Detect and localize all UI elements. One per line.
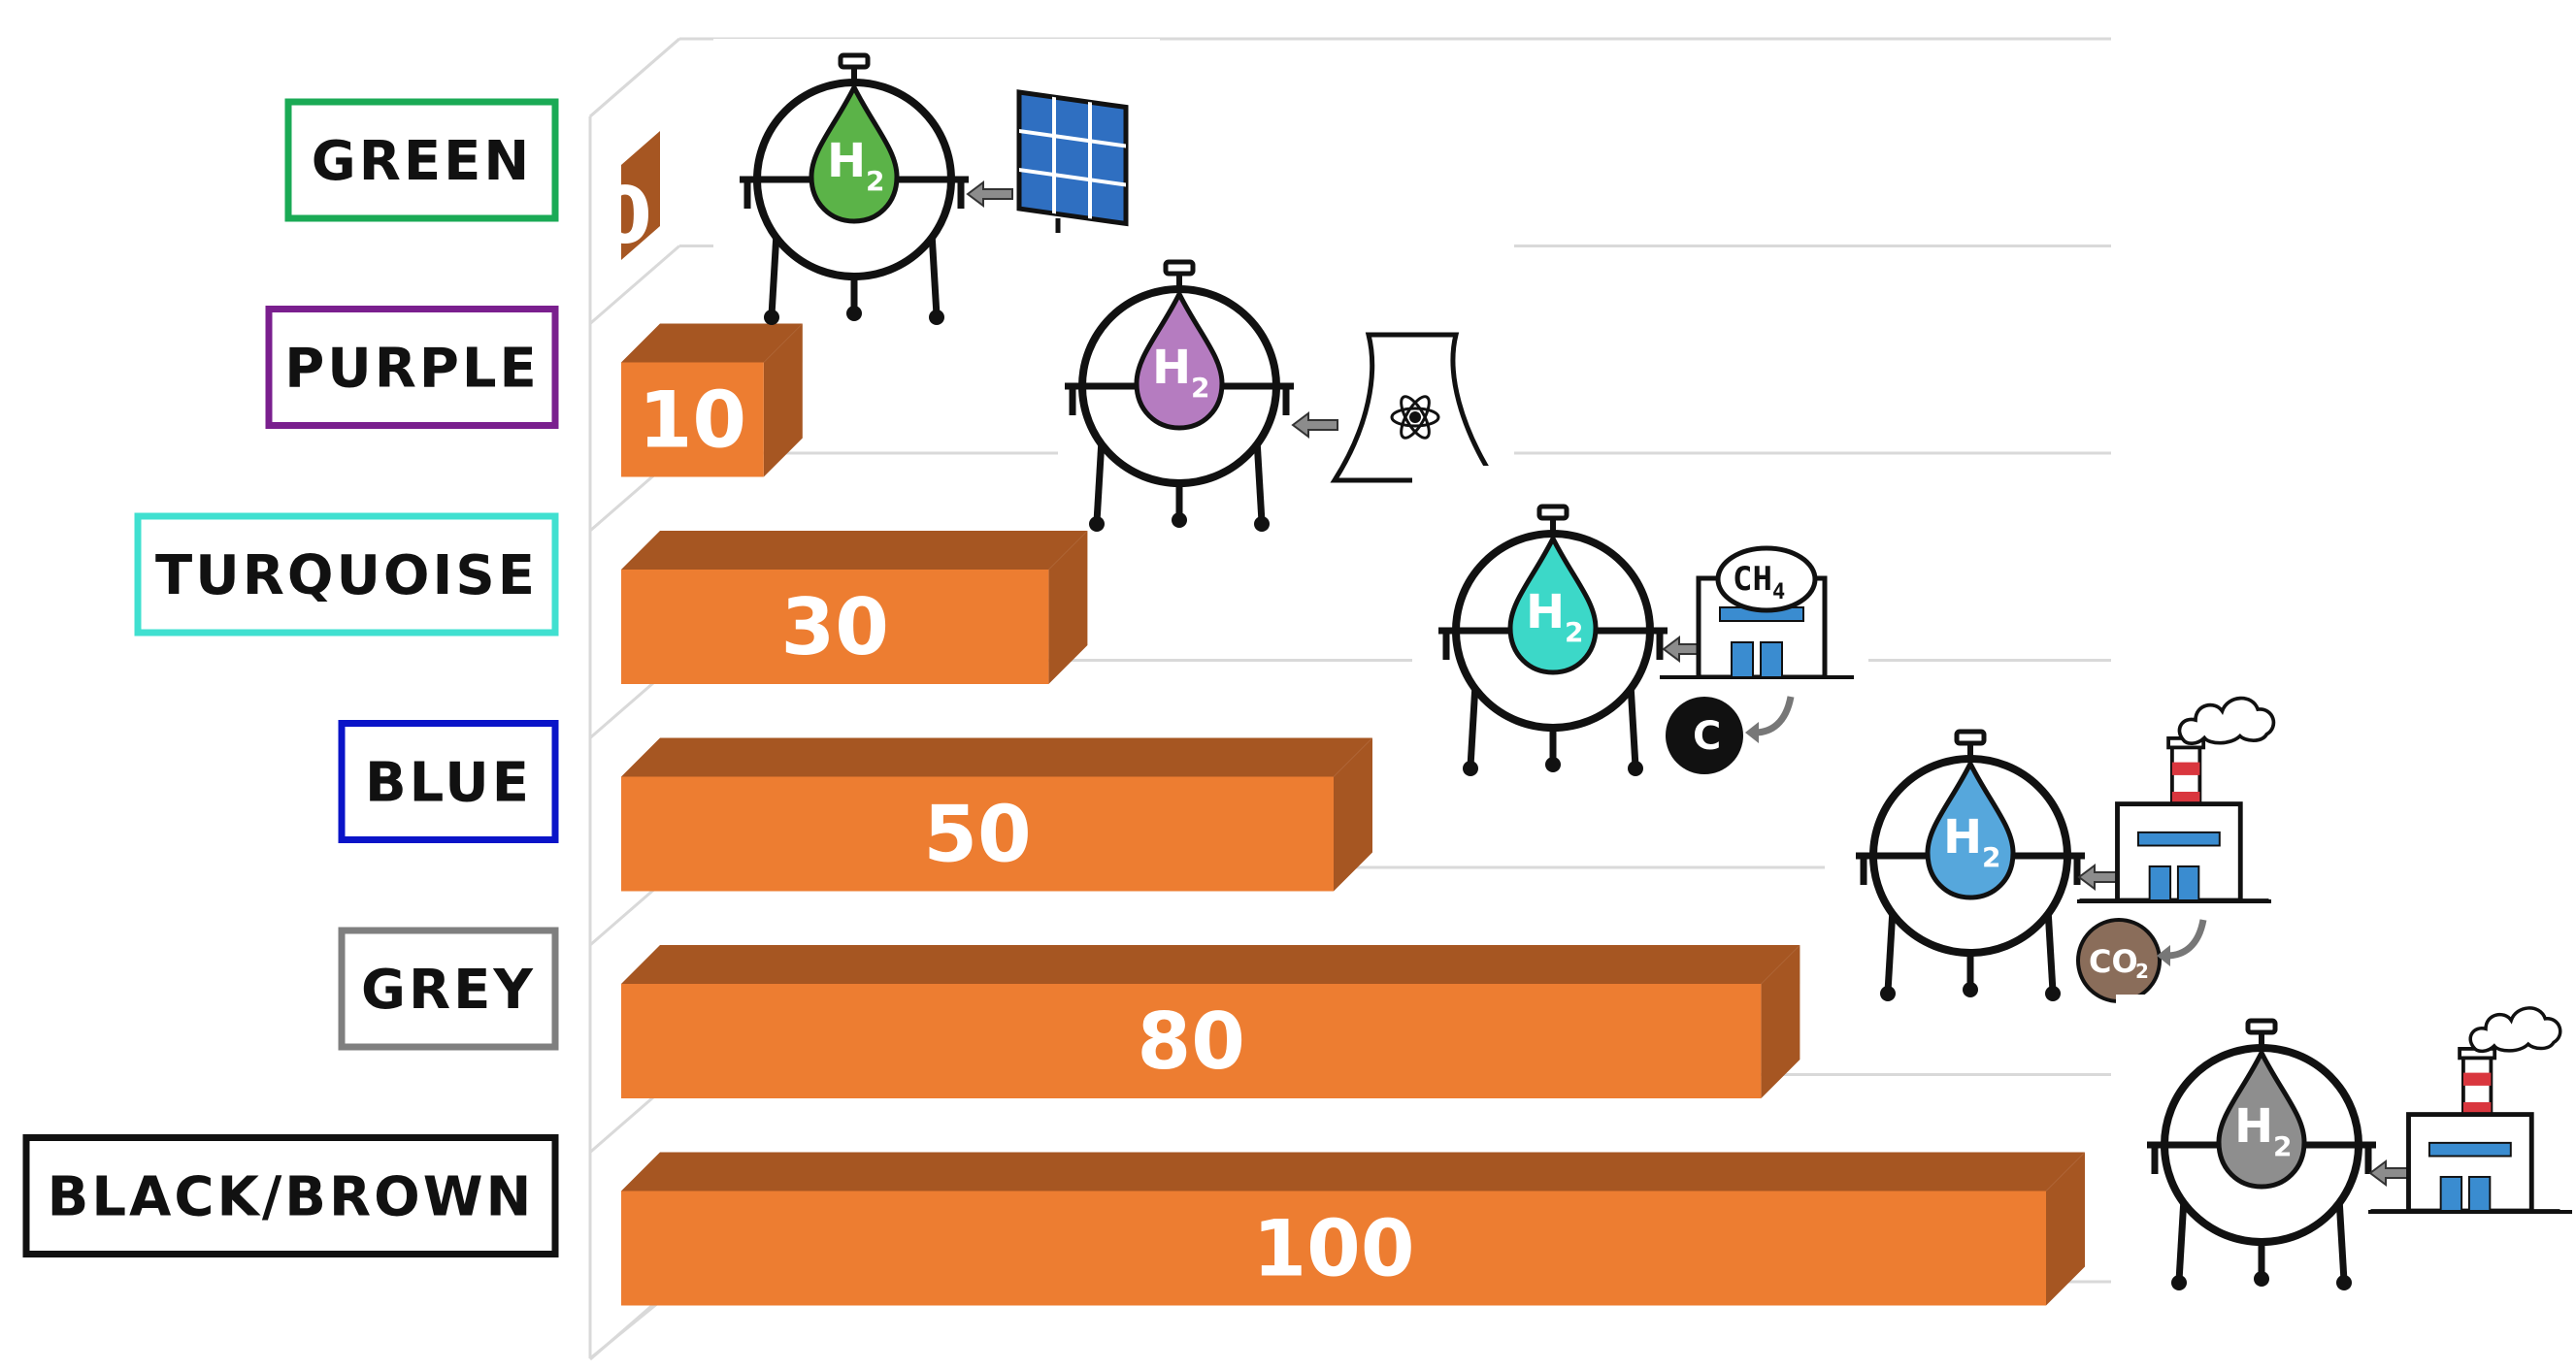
bar-purple: 10 (621, 323, 803, 477)
bar-side (1761, 945, 1800, 1098)
curved-arrow-icon (2165, 919, 2207, 960)
category-label-text: TURQUOISE (155, 544, 538, 607)
co2-subscript: 2 (2135, 960, 2149, 983)
bar-top (621, 531, 1088, 570)
h2-subscript: 2 (1191, 372, 1209, 404)
bar-black-brown: 100 (621, 1152, 2085, 1306)
bar-side (763, 323, 803, 477)
h2-subscript: 2 (1565, 616, 1583, 648)
category-box (338, 927, 559, 1051)
green-hydrogen-illustration: H 2 (713, 39, 1160, 325)
category-box (284, 98, 559, 222)
h2-label: H (1152, 341, 1191, 395)
blue-hydrogen-illustration: H 2 CO 2 (1825, 679, 2281, 1009)
bar-top (621, 1152, 2085, 1191)
category-box (338, 720, 559, 843)
category-labels: GREEN PURPLE TURQUOISE BLUE GREY BLACK/BROWN (22, 98, 559, 1257)
bar-front (621, 984, 1762, 1098)
co2-label: CO (2089, 943, 2138, 980)
hydrogen-drop-icon (1925, 758, 2016, 900)
category-label-purple: PURPLE (265, 306, 559, 429)
illustrations: H 2 H 2 (713, 39, 2576, 1290)
h2-subscript: 2 (2273, 1130, 2292, 1162)
hydrogen-drop-icon (1507, 533, 1599, 675)
category-label-text: PURPLE (284, 338, 540, 401)
bar-value-label: 0 (598, 171, 652, 261)
bar-value-label: 50 (923, 790, 1031, 880)
h2-label: H (2234, 1099, 2273, 1154)
carbon-label: C (1693, 714, 1721, 759)
bar-front (621, 1191, 2046, 1306)
hydrogen-drop-icon (809, 82, 900, 224)
grey-hydrogen-illustration: H 2 (2116, 995, 2576, 1290)
category-label-text: GREEN (312, 130, 532, 193)
bar-value-label: 80 (1138, 996, 1245, 1087)
turquoise-hydrogen-illustration: H 2 CH 4 C (1412, 466, 1868, 786)
h2-label: H (1526, 585, 1565, 639)
h2-label: H (827, 134, 866, 188)
h2-label: H (1943, 810, 1982, 865)
arrow-head (2157, 945, 2170, 966)
ch4-subscript: 4 (1772, 580, 1785, 604)
bar-front (621, 776, 1334, 892)
bar-value-label: 10 (639, 375, 746, 466)
bar-top (621, 945, 1800, 984)
hydrogen-drop-icon (2216, 1047, 2307, 1190)
h2-subscript: 2 (1982, 841, 2000, 873)
category-box (134, 512, 559, 637)
bar-front (621, 362, 764, 477)
bar-side (621, 131, 660, 260)
hydrogen-drop-icon (1134, 288, 1225, 431)
bar-side (2046, 1152, 2085, 1306)
gridline-diagonal (589, 245, 680, 325)
category-label-grey: GREY (338, 927, 559, 1051)
bar-grey: 80 (621, 945, 1800, 1098)
category-label-green: GREEN (284, 98, 559, 222)
bar-turquoise: 30 (621, 531, 1088, 684)
carbon-ball-icon (1666, 697, 1743, 774)
bar-side (1048, 531, 1088, 684)
bar-top (621, 323, 803, 363)
bar-side (1334, 737, 1372, 892)
category-label-text: BLACK/BROWN (48, 1166, 535, 1229)
category-label-black-brown: BLACK/BROWN (22, 1134, 559, 1257)
category-box (265, 306, 559, 429)
category-label-turquoise: TURQUOISE (134, 512, 559, 637)
bar-value-label: 100 (1253, 1204, 1415, 1294)
bar-front (621, 570, 1049, 684)
category-label-text: BLUE (365, 752, 532, 815)
category-label-text: GREY (361, 959, 536, 1022)
bar-green: 0 (598, 131, 660, 261)
arrow-head (1745, 722, 1759, 743)
category-box (22, 1134, 559, 1257)
bar-value-label: 30 (781, 582, 889, 672)
curved-arrow-icon (1754, 696, 1795, 736)
solar-panel-icon (1016, 89, 1129, 227)
gridline-diagonal (589, 37, 680, 118)
bar-blue: 50 (621, 737, 1372, 892)
bars: 0 10 30 50 80 100 (598, 131, 2085, 1306)
category-label-blue: BLUE (338, 720, 559, 843)
h2-subscript: 2 (866, 165, 884, 197)
ch4-bubble (1715, 545, 1818, 613)
ch4-label: CH (1733, 560, 1772, 599)
purple-hydrogen-illustration: H 2 (1058, 243, 1514, 532)
bar-top (621, 737, 1372, 777)
